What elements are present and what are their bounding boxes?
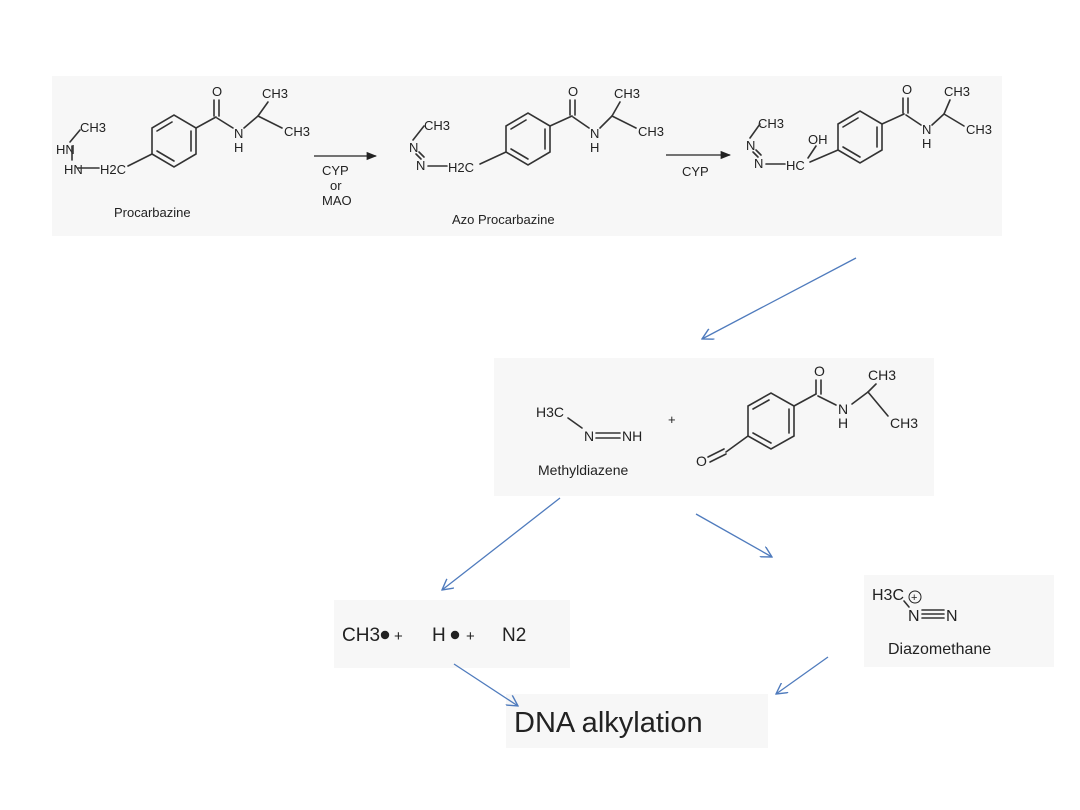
- radical-plus-2: +: [466, 628, 475, 645]
- aldehyde-atom-n: N: [838, 401, 848, 417]
- procarbazine-atom-h2c: H2C: [100, 162, 126, 177]
- step1-arrow: CYP or MAO: [314, 151, 378, 208]
- diazomethane-atom-n1: N: [908, 608, 920, 625]
- procarbazine-name: Procarbazine: [114, 205, 191, 220]
- flow-arrows: [442, 257, 857, 706]
- aldehyde-atom-o: O: [814, 363, 825, 379]
- hydroxy-atom-n: N: [922, 122, 931, 137]
- dna-alkylation-label: DNA alkylation: [514, 707, 703, 739]
- diazomethane-atom-h3c: H3C: [872, 587, 904, 604]
- methyldiazene-atom-h3c: H3C: [536, 404, 564, 420]
- azo-atom-n2: N: [416, 158, 425, 173]
- hydroxy-atom-n1: N: [746, 138, 755, 153]
- hydroxy-atom-o: O: [902, 82, 912, 97]
- hydroxy-atom-oh: OH: [808, 132, 828, 147]
- diazomethane-atom-n2: N: [946, 608, 958, 625]
- procarbazine-atom-o: O: [212, 84, 222, 99]
- procarbazine-atom-n: N: [234, 126, 243, 141]
- procarbazine-structure: HN CH3 HN H2C O N H CH3 CH3 Procarbazine: [56, 84, 310, 220]
- top-scheme-panel: [52, 76, 1002, 236]
- aldehyde-atom-h: H: [838, 415, 848, 431]
- step1-enzyme-mao: MAO: [322, 193, 352, 208]
- radical-dot-ch3: [380, 630, 390, 640]
- diazomethane-panel: [864, 575, 1054, 667]
- procarbazine-atom-ch3-a: CH3: [262, 86, 288, 101]
- hydroxy-atom-h: H: [922, 136, 931, 151]
- arrow-to-cleavage: [702, 257, 857, 339]
- radical-h: H: [432, 625, 446, 646]
- aldehyde-structure: O O N H CH3 CH3: [696, 363, 918, 469]
- azo-procarbazine-structure: N N CH3 H2C O N H CH3 CH3 Azo Procarbazi…: [409, 84, 664, 227]
- arrow-to-radicals: [442, 497, 561, 590]
- azo-procarbazine-name: Azo Procarbazine: [452, 212, 555, 227]
- diazomethane-name: Diazomethane: [888, 641, 991, 658]
- hydroxy-atom-ch3: CH3: [758, 116, 784, 131]
- cleavage-panel: [494, 358, 934, 496]
- aldehyde-atom-ch3-b: CH3: [890, 415, 918, 431]
- procarbazine-atom-h: H: [234, 140, 243, 155]
- radical-n2: N2: [502, 625, 526, 646]
- arrow-radicals-to-dna: [453, 663, 518, 706]
- cleavage-plus: +: [668, 412, 676, 427]
- methyldiazene-structure: H3C N NH Methyldiazene: [536, 404, 642, 478]
- outcome-panel: [506, 694, 768, 748]
- radicals-group: CH3 + H + N2: [342, 625, 526, 646]
- diazomethane-structure: H3C + N N Diazomethane: [872, 587, 991, 658]
- procarbazine-atom-nh-top: HN: [56, 142, 75, 157]
- hydroxy-atom-ch3-b: CH3: [966, 122, 992, 137]
- step1-enzyme-or: or: [330, 178, 342, 193]
- methyldiazene-name: Methyldiazene: [538, 462, 628, 478]
- azo-atom-ch3: CH3: [424, 118, 450, 133]
- azo-atom-o: O: [568, 84, 578, 99]
- hydroxy-atom-n2: N: [754, 156, 763, 171]
- methyldiazene-atom-nh: NH: [622, 428, 642, 444]
- diazomethane-charge-circle: [908, 590, 922, 604]
- procarbazine-atom-ch3-n: CH3: [80, 120, 106, 135]
- radical-ch3: CH3: [342, 625, 380, 646]
- azo-atom-n: N: [590, 126, 599, 141]
- step2-arrow: CYP: [666, 150, 732, 179]
- step1-enzyme-cyp: CYP: [322, 163, 349, 178]
- methyldiazene-atom-n: N: [584, 428, 594, 444]
- azo-atom-h2c: H2C: [448, 160, 474, 175]
- azo-atom-ch3-a: CH3: [614, 86, 640, 101]
- azo-atom-h: H: [590, 140, 599, 155]
- hydroxy-atom-hc: HC: [786, 158, 805, 173]
- diazomethane-charge: +: [911, 592, 917, 604]
- arrow-diazomethane-to-dna: [776, 656, 829, 694]
- procarbazine-atom-nh-bottom: HN: [64, 162, 83, 177]
- hydroxy-atom-ch3-a: CH3: [944, 84, 970, 99]
- radical-plus-1: +: [394, 628, 403, 645]
- step2-enzyme-cyp: CYP: [682, 164, 709, 179]
- radical-dot-h: [450, 630, 460, 640]
- aldehyde-atom-o-cho: O: [696, 453, 707, 469]
- hydroxy-intermediate-structure: N N CH3 HC OH O N H CH3 CH3: [746, 82, 992, 173]
- azo-atom-n1: N: [409, 140, 418, 155]
- aldehyde-atom-ch3-a: CH3: [868, 367, 896, 383]
- procarbazine-atom-ch3-b: CH3: [284, 124, 310, 139]
- azo-atom-ch3-b: CH3: [638, 124, 664, 139]
- arrow-to-diazomethane: [695, 513, 772, 557]
